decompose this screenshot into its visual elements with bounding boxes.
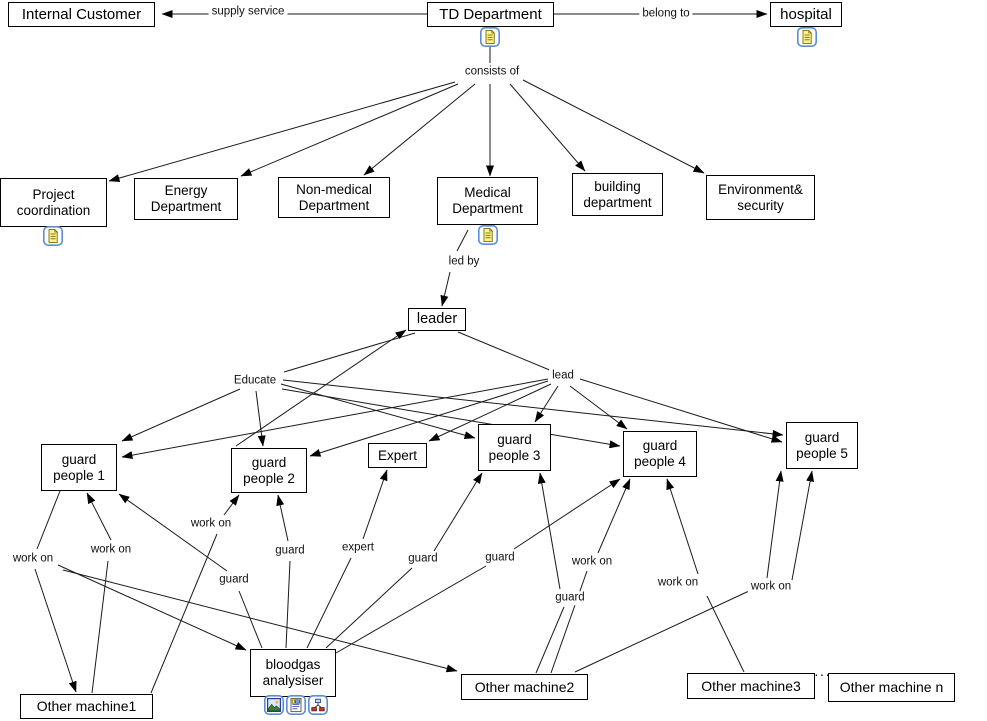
link-label-guard-5[interactable]: guard [552, 591, 588, 605]
concept-node-energy-department[interactable]: Energy Department [134, 178, 238, 220]
edge-line [57, 564, 247, 651]
concept-node-guard-people-4[interactable]: guard people 4 [623, 431, 697, 477]
edge-line [62, 569, 458, 673]
edge-line [428, 383, 552, 442]
edge-line [550, 570, 588, 674]
edge-line [534, 385, 559, 423]
edge-line [150, 533, 218, 694]
link-label-educate[interactable]: Educate [230, 374, 280, 388]
concept-node-expert[interactable]: Expert [368, 443, 427, 468]
concept-node-leader[interactable]: leader [408, 308, 466, 331]
edge-line [283, 332, 416, 373]
edge-line [276, 494, 289, 542]
edge-line [223, 494, 240, 516]
edge-line [513, 478, 621, 550]
edge-line [238, 590, 263, 649]
edge-line [579, 378, 783, 443]
edge-line [91, 560, 109, 694]
link-label-belong-to[interactable]: belong to [639, 7, 693, 21]
edge-line [36, 490, 61, 550]
link-label-led-by[interactable]: led by [445, 255, 483, 269]
edge-line [537, 472, 561, 590]
concept-map-icon[interactable] [308, 695, 328, 715]
link-label-guard-4[interactable]: guard [482, 551, 518, 565]
edge-line [325, 567, 413, 649]
edge-line [791, 470, 815, 581]
link-label-lead[interactable]: lead [549, 369, 577, 383]
link-label-guard-3[interactable]: guard [405, 552, 441, 566]
link-label-work-on-6[interactable]: work on [747, 580, 795, 594]
edge-line [235, 329, 407, 447]
edge-line [86, 492, 112, 541]
document-icon[interactable] [478, 225, 498, 245]
concept-node-internal-customer[interactable]: Internal Customer [8, 2, 155, 27]
link-label-work-on-4[interactable]: work on [568, 555, 616, 569]
ellipsis-more-machines: ··· [814, 666, 831, 682]
edge-line [363, 83, 476, 176]
link-label-guard-1[interactable]: guard [216, 573, 252, 587]
edge-line [281, 388, 621, 449]
edge-line [280, 383, 476, 440]
link-label-work-on-2[interactable]: work on [87, 543, 135, 557]
edge-line [666, 478, 699, 575]
concept-node-guard-people-1[interactable]: guard people 1 [41, 444, 117, 491]
edge-line [362, 469, 388, 540]
edge-line [456, 229, 469, 252]
edge-line [118, 493, 228, 572]
concept-node-hospital[interactable]: hospital [770, 2, 842, 27]
edge-line [121, 378, 549, 460]
edge-line [706, 595, 745, 673]
edge-line [766, 470, 784, 579]
concept-node-other-machine-3[interactable]: Other machine3 [687, 673, 815, 699]
edge-line [440, 271, 451, 307]
edge-line [121, 388, 241, 442]
edge-line [255, 390, 266, 447]
edge-line [569, 385, 628, 430]
concept-node-td-department[interactable]: TD Department [427, 2, 554, 27]
edge-line [309, 380, 549, 457]
link-label-expert-link[interactable]: expert [339, 541, 377, 555]
edge-line [509, 83, 586, 172]
edge-line [285, 560, 291, 649]
link-label-work-on-3[interactable]: work on [187, 517, 235, 531]
concept-node-guard-people-3[interactable]: guard people 3 [478, 424, 551, 471]
document-image-icon[interactable] [286, 695, 306, 715]
link-label-work-on-1[interactable]: work on [9, 552, 57, 566]
document-icon[interactable] [43, 226, 63, 246]
concept-node-guard-people-2[interactable]: guard people 2 [231, 448, 307, 493]
edge-line [535, 606, 565, 674]
concept-node-other-machine-2[interactable]: Other machine2 [461, 674, 588, 700]
edge-line [34, 568, 77, 693]
document-icon[interactable] [797, 27, 817, 47]
concept-node-other-machine-1[interactable]: Other machine1 [20, 694, 153, 719]
edge-line [597, 478, 631, 554]
edge-line [335, 565, 487, 654]
image-icon[interactable] [264, 695, 284, 715]
edge-line [574, 590, 750, 673]
edge-line [282, 379, 784, 438]
link-label-work-on-5[interactable]: work on [654, 576, 702, 590]
edge-line [306, 557, 352, 649]
concept-node-project-coordination[interactable]: Project coordination [0, 178, 107, 227]
link-label-guard-2[interactable]: guard [272, 544, 308, 558]
document-icon[interactable] [480, 27, 500, 47]
concept-node-bloodgas-analysiser[interactable]: bloodgas analysiser [250, 649, 336, 697]
edge-line [522, 79, 705, 174]
concept-node-medical-department[interactable]: Medical Department [437, 177, 538, 225]
concept-node-non-medical-department[interactable]: Non-medical Department [278, 177, 390, 218]
concept-node-other-machine-n[interactable]: Other machine n [828, 673, 955, 702]
link-label-consists-of[interactable]: consists of [461, 65, 523, 79]
concept-node-building-department[interactable]: building department [572, 173, 663, 216]
edge-line [240, 83, 459, 177]
concept-node-guard-people-5[interactable]: guard people 5 [786, 422, 858, 469]
edge-line [433, 472, 483, 552]
edge-line [457, 331, 553, 372]
concept-node-environment-security[interactable]: Environment& security [706, 175, 815, 220]
link-label-supply-service[interactable]: supply service [208, 5, 288, 19]
edge-line [108, 81, 456, 182]
